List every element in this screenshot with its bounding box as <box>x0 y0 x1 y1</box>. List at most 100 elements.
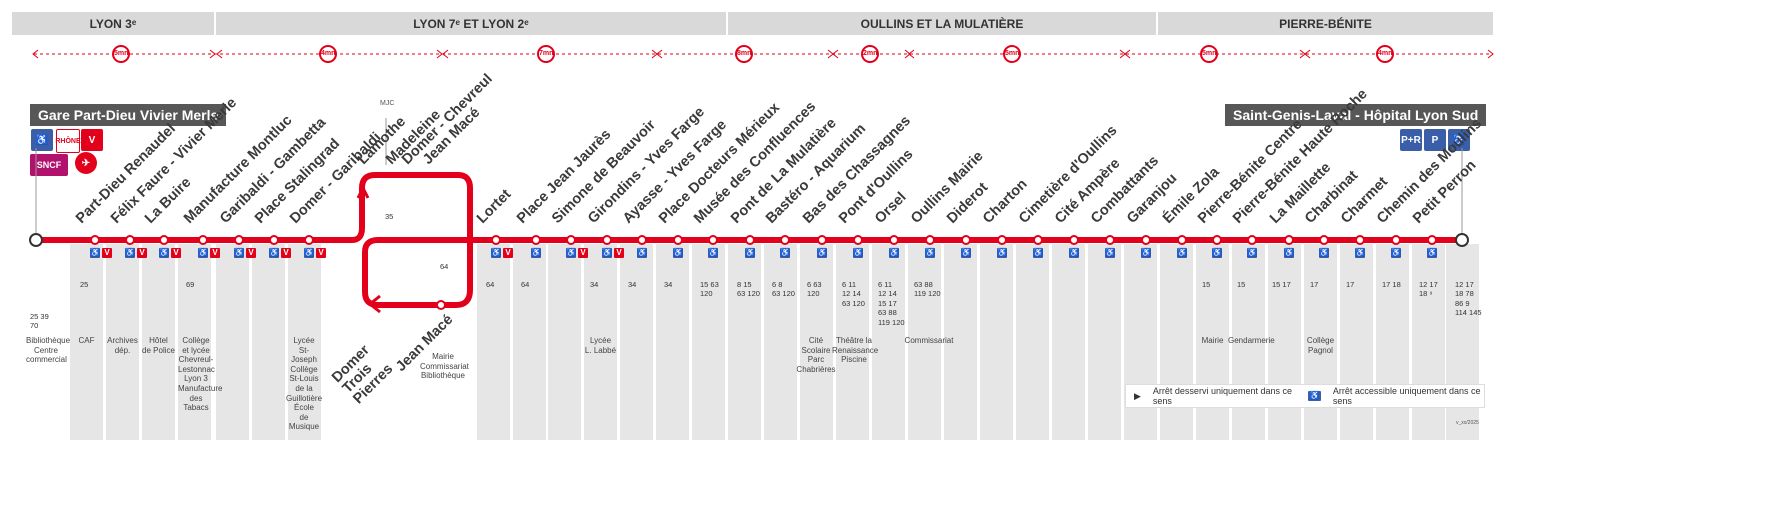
metro-v-icon: V <box>503 248 513 258</box>
landmark: Bibliothèque Centre commercial <box>26 336 71 365</box>
stop-dot <box>817 235 827 245</box>
wheelchair-icon: ♿ <box>889 248 899 258</box>
bus-lines: 34 <box>628 280 637 289</box>
stop-column <box>692 244 725 440</box>
accessible-one-way-icon: ♿ <box>1308 391 1321 401</box>
timer-icon: 5mn <box>112 45 130 63</box>
wheelchair-icon: ♿ <box>304 248 314 258</box>
bus-lines: 34 <box>590 280 599 289</box>
bus-lines: 17 <box>1310 280 1319 289</box>
stop-dot <box>1247 235 1257 245</box>
stop-column <box>1088 244 1121 440</box>
stop-dot <box>436 300 446 310</box>
wheelchair-icon: ♿ <box>531 248 541 258</box>
zone-lyon-3: LYON 3ᵉ <box>12 12 214 35</box>
airport-icon: ✈ <box>75 152 97 174</box>
bus-lines: 6 11 12 14 63 120 <box>842 280 865 308</box>
stop-dot <box>925 235 935 245</box>
legend-one-way: Arrêt desservi uniquement dans ce sens <box>1152 386 1292 406</box>
wheelchair-icon: ♿ <box>1033 248 1043 258</box>
stop-dot <box>125 235 135 245</box>
bus-lines: 35 <box>385 212 394 221</box>
zone-oullins-mulatiere: OULLINS ET LA MULATIÈRE <box>728 12 1156 35</box>
terminus-left-label: Gare Part-Dieu Vivier Merle <box>30 104 227 126</box>
stop-column <box>477 244 510 440</box>
stop-dot <box>159 235 169 245</box>
landmark: CAF <box>78 336 95 345</box>
bus-lines: 12 17 18 ⁹ <box>1419 280 1438 299</box>
stop-dot <box>1284 235 1294 245</box>
bus-lines: 6 11 12 14 15 17 63 88 119 120 <box>878 280 905 327</box>
stop-dot <box>853 235 863 245</box>
wheelchair-icon: ♿ <box>745 248 755 258</box>
metro-v-icon: V <box>614 248 624 258</box>
stop-dot <box>1177 235 1187 245</box>
metro-v-icon: V <box>316 248 326 258</box>
wheelchair-icon: ♿ <box>198 248 208 258</box>
wheelchair-icon: ♿ <box>708 248 718 258</box>
metro-v-icon: V <box>210 248 220 258</box>
travel-time-ruler <box>32 49 1494 59</box>
landmark: Lycée St-Joseph Collège St-Louis de la G… <box>286 336 323 432</box>
metro-v-icon: V <box>281 248 291 258</box>
landmark: Mairie Commissariat Bibliothèque <box>420 352 469 381</box>
bus-lines: 69 <box>186 280 195 289</box>
wheelchair-icon: ♿ <box>961 248 971 258</box>
wheelchair-icon: ♿ <box>1284 248 1294 258</box>
stop-column <box>980 244 1013 440</box>
stop-dot <box>961 235 971 245</box>
stop-column <box>944 244 977 440</box>
landmark: Collège Pagnol <box>1306 336 1335 355</box>
terminus-left-stop[interactable] <box>29 233 43 247</box>
landmark: Commissariat <box>904 336 954 345</box>
bus-lines: 15 <box>1237 280 1246 289</box>
bus-lines: 15 17 <box>1272 280 1291 289</box>
stop-dot <box>269 235 279 245</box>
one-way-arrow-icon: ▶ <box>1134 390 1141 401</box>
park-ride-icon: P+R <box>1400 129 1422 151</box>
wheelchair-icon: ♿ <box>1319 248 1329 258</box>
stop-dot <box>637 235 647 245</box>
wheelchair-icon: ♿ <box>1177 248 1187 258</box>
wheelchair-icon: ♿ <box>1105 248 1115 258</box>
bus-lines: 25 39 70 <box>30 312 49 331</box>
stop-column <box>872 244 905 440</box>
stop-column <box>252 244 285 440</box>
stop-column <box>656 244 689 440</box>
bus-lines: 64 <box>521 280 530 289</box>
wheelchair-icon: ♿ <box>1069 248 1079 258</box>
stop-column <box>764 244 797 440</box>
bus-lines: 25 <box>80 280 89 289</box>
legend-accessible-one-way: Arrêt accessible uniquement dans ce sens <box>1332 386 1481 406</box>
stop-dot <box>1069 235 1079 245</box>
stop-dot <box>673 235 683 245</box>
zone-lyon-7-2: LYON 7ᵉ ET LYON 2ᵉ <box>216 12 726 35</box>
stop-dot <box>90 235 100 245</box>
landmark: Cité Scolaire Parc Chabrières <box>796 336 836 374</box>
stop-column <box>800 244 833 440</box>
metro-v-icon: V <box>137 248 147 258</box>
timer-icon: 7mn <box>537 45 555 63</box>
landmark: Hôtel de Police <box>142 336 175 355</box>
bus-lines: 64 <box>440 262 449 271</box>
bus-lines: 17 <box>1346 280 1355 289</box>
legend: ▶ Arrêt desservi uniquement dans ce sens… <box>1125 384 1485 408</box>
stop-dot <box>1427 235 1437 245</box>
stop-dot <box>1141 235 1151 245</box>
stop-dot <box>997 235 1007 245</box>
stop-column <box>288 244 321 440</box>
wheelchair-icon: ♿ <box>853 248 863 258</box>
wheelchair-icon: ♿ <box>997 248 1007 258</box>
wheelchair-icon: ♿ <box>491 248 501 258</box>
stop-dot <box>745 235 755 245</box>
stop-dot <box>304 235 314 245</box>
terminus-right-stop[interactable] <box>1455 233 1469 247</box>
stop-column <box>1052 244 1085 440</box>
metro-v-icon: V <box>171 248 181 258</box>
timer-icon: 4mn <box>1376 45 1394 63</box>
rhonexpress-icon: RHÔNE <box>55 129 81 153</box>
landmark: Collège et lycée Chevreul- Lestonnac Lyo… <box>178 336 223 413</box>
bus-lines: 6 63 120 <box>807 280 822 299</box>
stop-column <box>836 244 869 440</box>
stop-column <box>513 244 546 440</box>
